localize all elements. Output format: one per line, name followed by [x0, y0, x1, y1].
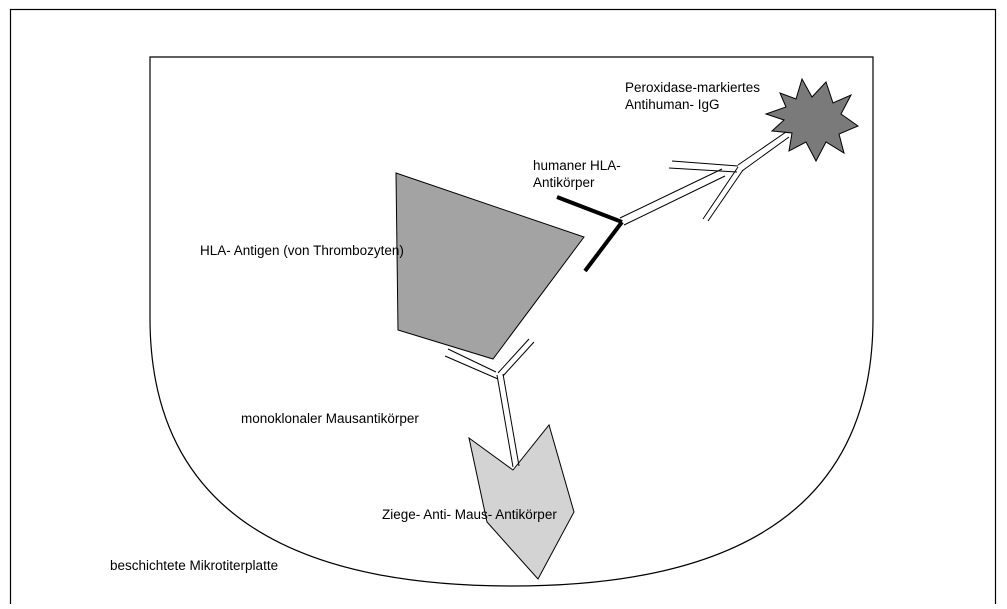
peroxidase-label-line2: Antihuman- IgG [625, 96, 720, 113]
mouse-antibody-label: monoklonaler Mausantikörper [241, 410, 419, 427]
human-antibody-label-line2: Antikörper [533, 174, 595, 191]
peroxidase-label-line1: Peroxidase-markiertes [625, 79, 760, 96]
hla-antigen-label: HLA- Antigen (von Thrombozyten) [200, 242, 404, 259]
plate-label: beschichtete Mikrotiterplatte [110, 557, 278, 574]
human-antibody-label-line1: humaner HLA- [533, 157, 621, 174]
goat-antibody-label: Ziege- Anti- Maus- Antikörper [382, 506, 557, 523]
